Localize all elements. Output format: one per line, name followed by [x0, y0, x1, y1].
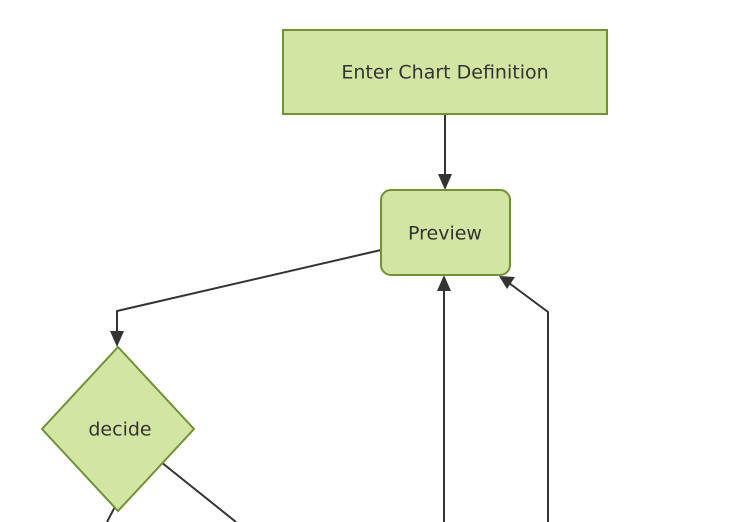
node-rectangle[interactable] [282, 29, 608, 115]
node-decide[interactable]: decide [40, 345, 196, 513]
edge-bottom-center-to-preview [437, 275, 451, 522]
node-label-decide: decide [88, 419, 151, 441]
node-diamond[interactable] [40, 345, 196, 513]
node-preview[interactable]: Preview [380, 189, 511, 276]
edge-line [160, 461, 237, 522]
edge-enter-to-preview [438, 114, 452, 190]
edge-line [116, 249, 382, 335]
node-label-preview: Preview [408, 223, 482, 245]
node-enter-chart-definition[interactable]: Enter Chart Definition [282, 29, 608, 115]
arrowhead-icon [110, 331, 124, 347]
edge-preview-to-decide [110, 249, 382, 347]
edge-decide-bottom-right [160, 461, 237, 522]
edge-line [508, 282, 549, 522]
arrowhead-icon [438, 174, 452, 190]
arrowhead-icon [499, 276, 515, 289]
arrowhead-icon [437, 275, 451, 291]
edge-bottom-right-to-preview [499, 276, 549, 522]
node-rounded-rectangle[interactable] [380, 189, 511, 276]
node-label-enter-chart-definition: Enter Chart Definition [341, 62, 548, 84]
